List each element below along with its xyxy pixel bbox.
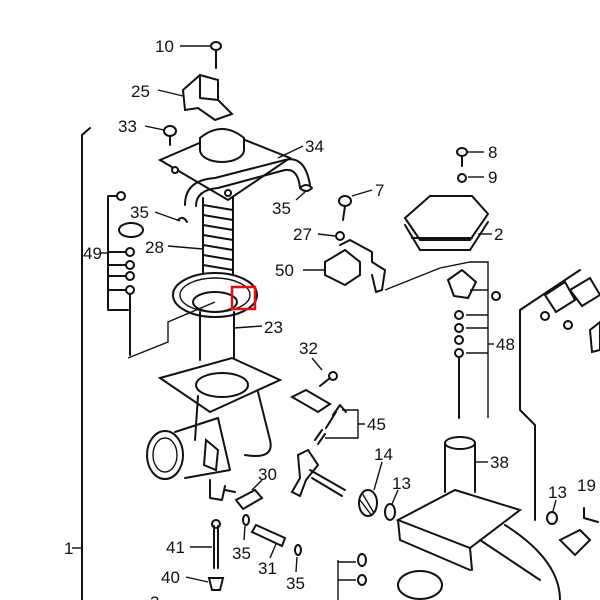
- leader-13-a: [391, 489, 399, 505]
- screw-41-part: [211, 519, 221, 569]
- needle-set-49-part: [107, 191, 144, 356]
- label-33: 33: [118, 117, 137, 136]
- label-9: 9: [488, 168, 497, 187]
- label-8: 8: [488, 143, 497, 162]
- label-35-c: 35: [232, 544, 251, 563]
- label-32: 32: [299, 339, 318, 358]
- pin-30-part: [234, 488, 264, 511]
- rod-31-part: [250, 523, 287, 548]
- screw-32-part: [319, 371, 338, 387]
- spring-28-part: [202, 197, 234, 279]
- screw-8-part: [456, 147, 468, 167]
- label-34: 34: [305, 137, 324, 156]
- clip-35-a-part: [177, 216, 188, 223]
- label-10: 10: [155, 37, 174, 56]
- second-carburetor-38-part: [395, 436, 561, 600]
- choke-lever-part: [290, 448, 346, 498]
- label-23: 23: [264, 318, 283, 337]
- leader-30: [251, 479, 263, 491]
- label-1: 1: [64, 539, 73, 558]
- label-48: 48: [496, 335, 515, 354]
- leader-35-d: [295, 556, 298, 573]
- right-edge-parts: [540, 276, 600, 354]
- clamp-part: [558, 528, 592, 557]
- label-14: 14: [374, 445, 393, 464]
- washer-27-part: [335, 231, 345, 241]
- leader-25: [157, 89, 184, 97]
- spring-14-part: [358, 489, 378, 517]
- washer-13-b-part: [546, 511, 558, 525]
- leader-14: [373, 461, 383, 491]
- label-41: 41: [166, 538, 185, 557]
- leader-31: [269, 543, 277, 559]
- bracket-50-part: [324, 239, 386, 293]
- leader-40: [185, 576, 209, 583]
- leader-35-b: [295, 191, 306, 201]
- label-13-b: 13: [548, 483, 567, 502]
- leader-32: [311, 357, 323, 371]
- screw-7-part: [338, 195, 352, 221]
- screw-10-part: [210, 41, 222, 69]
- leader-33: [144, 125, 165, 131]
- leader-7: [351, 189, 373, 197]
- highlight-box: [230, 285, 257, 311]
- label-25: 25: [131, 82, 150, 101]
- label-35-d: 35: [286, 574, 305, 593]
- label-35-a: 35: [130, 203, 149, 222]
- leader-34: [277, 145, 304, 159]
- leader-27: [317, 233, 336, 237]
- assembly-bracket-line: [81, 127, 91, 600]
- leader-28: [167, 245, 204, 250]
- leader-45: [325, 409, 365, 439]
- clip-35-part: [299, 184, 313, 192]
- bottom-parts: [337, 553, 367, 600]
- clip-35-c-part: [242, 514, 250, 526]
- label-3: 3: [150, 593, 159, 600]
- label-50: 50: [275, 261, 294, 280]
- label-13-a: 13: [392, 474, 411, 493]
- leader-35-c: [243, 525, 246, 541]
- plate-part: [289, 388, 332, 414]
- right-frame-line: [519, 269, 581, 521]
- leader-needle: [127, 301, 216, 359]
- leader-13-b: [552, 499, 557, 512]
- top-cover-34-part: [157, 128, 311, 207]
- diaphragm-piston-23-part: [172, 272, 258, 361]
- label-2: 2: [494, 225, 503, 244]
- label-28: 28: [145, 238, 164, 257]
- label-49: 49: [83, 244, 102, 263]
- label-38: 38: [490, 453, 509, 472]
- screw-33-part: [163, 125, 177, 146]
- washer-9-part: [457, 173, 467, 183]
- screw-19-part: [583, 507, 599, 523]
- leader-23: [233, 325, 263, 329]
- needle-holder-48-part: [446, 268, 501, 419]
- label-45: 45: [367, 415, 386, 434]
- clip-35-d-part: [294, 544, 302, 556]
- label-7: 7: [375, 181, 384, 200]
- label-19: 19: [577, 476, 596, 495]
- label-35-b: 35: [272, 199, 291, 218]
- label-31: 31: [258, 559, 277, 578]
- part-40: [207, 577, 225, 591]
- label-27: 27: [293, 225, 312, 244]
- label-40: 40: [161, 568, 180, 587]
- label-30: 30: [258, 465, 277, 484]
- washer-13-a-part: [384, 503, 396, 521]
- bracket-25-part: [181, 73, 234, 122]
- leader-bracket-chain: [384, 261, 489, 418]
- cap-2-part: [403, 195, 490, 251]
- leader-35-a: [154, 211, 181, 222]
- carburetor-body-part: [146, 356, 283, 501]
